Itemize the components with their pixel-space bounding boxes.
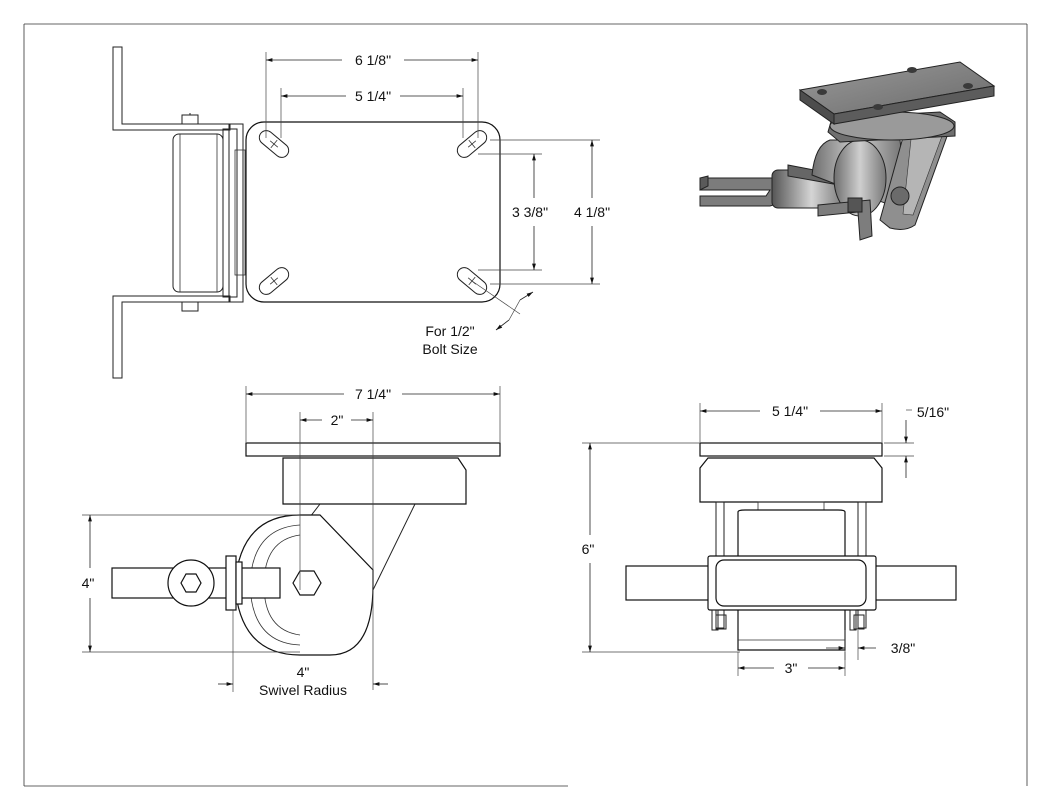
dim-side-offset: 2" <box>331 412 344 428</box>
dim-side-plate-width: 7 1/4" <box>355 386 391 402</box>
dim-front-wheel-width: 3" <box>785 660 798 676</box>
bolt-note-line1: For 1/2" <box>425 323 474 339</box>
side-view: 7 1/4" 2" 4" 4" Swivel Radius <box>82 386 501 698</box>
dim-swivel-value: 4" <box>297 664 310 680</box>
dim-front-axle-offset: 3/8" <box>891 640 915 656</box>
isometric-render <box>699 61 996 241</box>
dim-front-plate-thickness: 5/16" <box>917 404 949 420</box>
dim-front-plate-width: 5 1/4" <box>772 403 808 419</box>
dim-top-outer-height: 4 1/8" <box>574 204 610 220</box>
dim-top-outer-width: 6 1/8" <box>355 52 391 68</box>
bolt-note-line2: Bolt Size <box>422 341 477 357</box>
dim-swivel-label: Swivel Radius <box>259 682 347 698</box>
dim-front-overall-height: 6" <box>582 541 595 557</box>
sheet-border <box>23 23 1028 787</box>
top-view: 6 1/8" 5 1/4" 3 3/8" 4 1/8" For 1/2" Bol… <box>112 46 610 379</box>
dim-top-inner-height: 3 3/8" <box>512 204 548 220</box>
dim-side-wheel-height: 4" <box>82 575 95 591</box>
front-view: 5 1/4" 5/16" 6" 3" 3/8" <box>582 403 957 676</box>
dim-top-inner-width: 5 1/4" <box>355 88 391 104</box>
